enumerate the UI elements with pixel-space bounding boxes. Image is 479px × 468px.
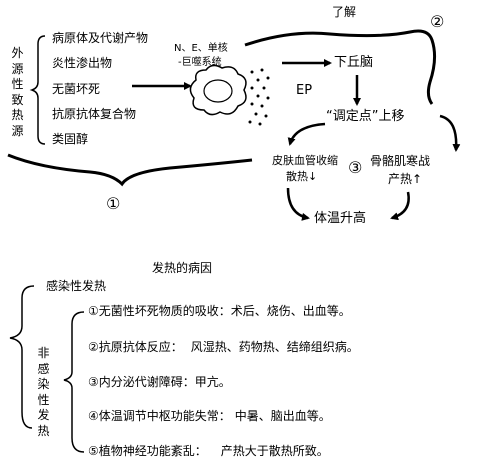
cause-row: ③内分泌代谢障碍：甲亢。 [88,376,231,388]
source-list-bracket [29,35,46,145]
cause-label: ③内分泌代谢障碍： [88,375,195,389]
shivering-to-temp-arrow [390,191,410,221]
causes-outer-bracket [9,285,35,429]
cause-label: ⑤植物神经功能紊乱： [88,444,207,458]
shivering-label: 骨骼肌寒战 [370,154,431,168]
cause-detail: 产热大于散热所致。 [220,444,329,458]
exogenous-pyrogen-label: 外源性致热源 [11,46,24,138]
vasoconstriction-to-temp-arrow [286,187,310,221]
setpoint-to-shivering-arrow [439,114,461,152]
cell-system-label: -巨噬系统 [178,57,222,68]
pathway-1-circle-label: ① [106,194,121,213]
source-item: 类固醇 [52,132,89,146]
cell-type-label: N、E、单核 [174,43,228,54]
source-item: 无菌坏死 [52,82,101,96]
understand-note: 了解 [332,5,357,19]
increase-arrow-icon: ↑ [412,172,423,186]
decrease-arrow-icon: ↓ [308,170,318,183]
pathway-2-circle-label: ② [430,12,445,31]
released-pyrogen-dots-icon [248,68,270,126]
temperature-rise-label: 体温升高 [314,211,367,226]
cause-detail: 术后、烧伤、出血等。 [230,304,351,318]
source-item: 炎性渗出物 [52,56,113,70]
set-point-label: “调定点”上移 [326,109,405,124]
infectious-fever-label: 感染性发热 [46,279,107,293]
pathway-2-curve [244,29,437,105]
cause-label: ②抗原抗体反应： [88,340,183,354]
pathway-3-circle-label: ③ [348,158,363,177]
cause-detail: 甲亢。 [194,375,231,389]
non-infectious-fever-label: 非感染性发热 [37,346,50,438]
heat-loss-label: 散热↓ [286,170,318,183]
hypothalamus-label: 下丘脑 [334,55,374,70]
phagocyte-cell-icon [189,64,247,116]
setpoint-to-vasoconstriction-arrow [287,122,326,146]
source-item: 病原体及代谢产物 [52,31,149,45]
section-title: 发热的病因 [152,261,213,275]
cause-label: ④体温调节中枢功能失常： [88,409,231,423]
cause-detail: 风湿热、药物热、结缔组织病。 [190,340,359,354]
cause-row: ①无菌性坏死物质的吸收：术后、烧伤、出血等。 [88,305,351,317]
cause-row: ⑤植物神经功能紊乱： 产热大于散热所致。 [88,445,329,457]
cause-label: ①无菌性坏死物质的吸收： [88,304,231,318]
vasoconstriction-label: 皮肤血管收缩 [272,154,338,167]
cell-nucleus-icon [203,79,233,103]
cause-detail: 中暑、脑出血等。 [234,409,331,423]
non-infectious-bracket [63,311,85,453]
ep-label: EP [296,83,313,98]
cause-row: ④体温调节中枢功能失常：中暑、脑出血等。 [88,410,331,422]
source-item: 抗原抗体复合物 [52,107,137,121]
pathway-1-curve [7,153,253,187]
cause-row: ②抗原抗体反应： 风湿热、药物热、结缔组织病。 [88,341,359,353]
heat-gain-label: 产热↑ [388,172,423,186]
